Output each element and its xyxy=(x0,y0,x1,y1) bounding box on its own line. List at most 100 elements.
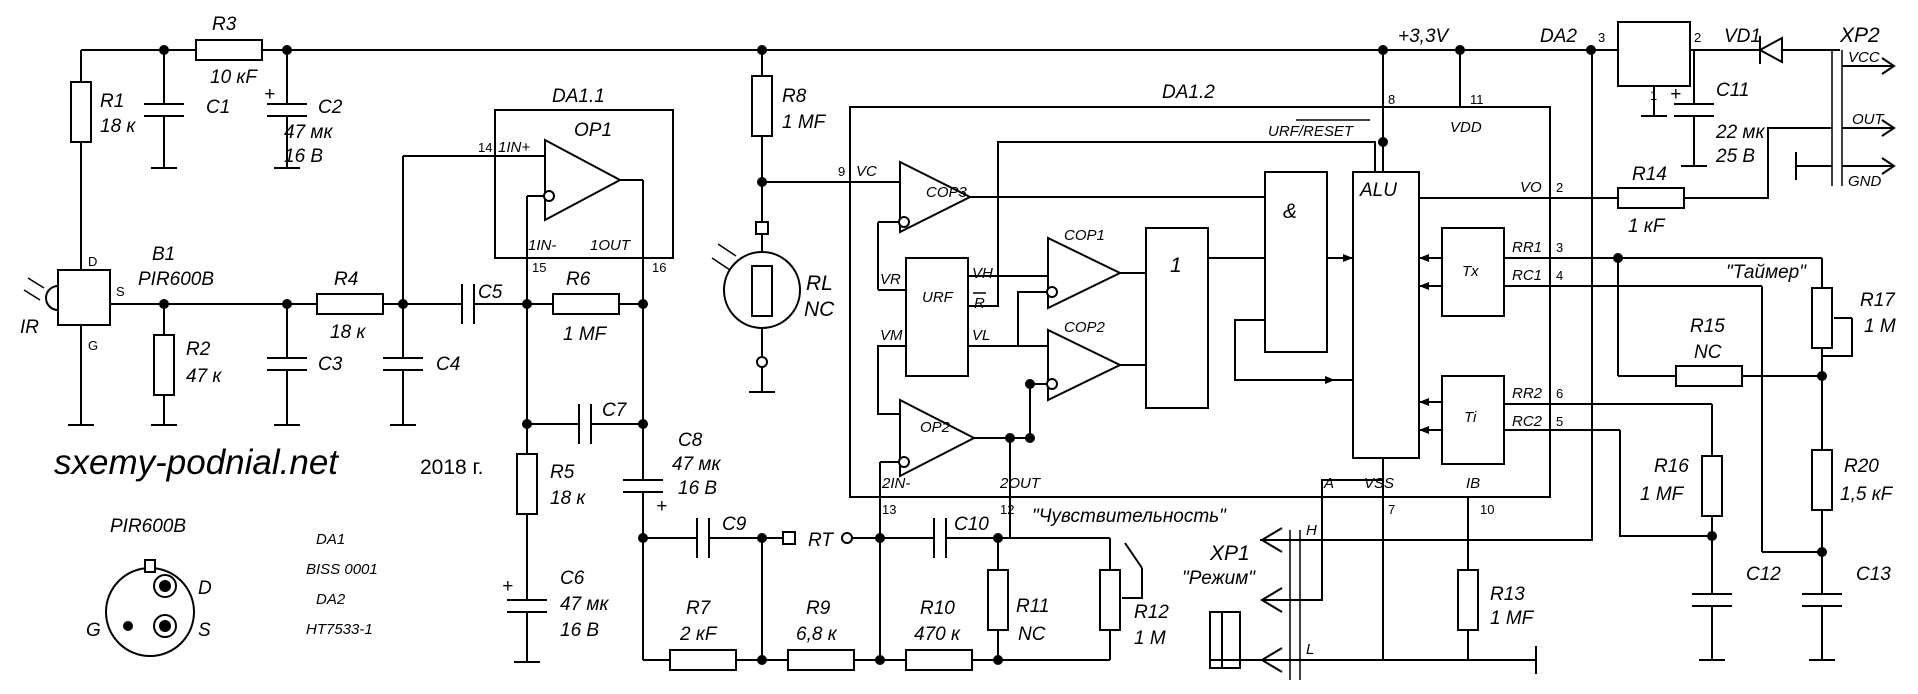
pin-vss: VSS xyxy=(1364,475,1394,492)
c8-val1: 47 мк xyxy=(672,454,721,475)
net-vcc: VCC xyxy=(1848,49,1880,66)
and-label: & xyxy=(1283,200,1297,223)
r3-value: 10 кF xyxy=(210,67,258,88)
r15-value: NC xyxy=(1694,342,1722,363)
r2-value: 47 к xyxy=(186,366,222,387)
r8-value: 1 MF xyxy=(782,112,827,133)
pin9: 9 xyxy=(838,164,845,179)
r17-ref: R17 xyxy=(1860,290,1896,311)
capacitor-c9: C9 RT xyxy=(638,514,934,558)
c5-ref: C5 xyxy=(478,282,503,303)
rl-value: NC xyxy=(804,298,835,321)
da12-label: DA1.2 xyxy=(1162,82,1215,103)
net-l: L xyxy=(1306,641,1314,658)
resistor-r8: R8 1 MF xyxy=(751,50,827,222)
r6-value: 1 MF xyxy=(563,324,608,345)
capacitor-c5: C5 xyxy=(461,282,527,324)
c8-ref: C8 xyxy=(678,430,703,451)
da11-label: DA1.1 xyxy=(552,86,605,107)
pir-sensor-b1: IR D S G B1 PIR600B xyxy=(20,244,317,426)
capacitor-c1: C1 xyxy=(144,50,230,169)
c11-plus: + xyxy=(1670,84,1681,105)
vcc3-label: +3,3V xyxy=(1398,26,1451,47)
capacitor-c3: C3 xyxy=(267,299,343,426)
c2-val2: 16 В xyxy=(284,146,323,167)
cop3-text: COP3 xyxy=(926,184,968,201)
chip-da12: DA1.2 9 VC COP3 VR URF VH R VM VL URF/RE… xyxy=(762,50,1762,660)
potentiometer-r12: R12 1 M "Чувствительность" xyxy=(1032,506,1227,660)
capacitor-c10: C10 xyxy=(875,514,1110,660)
pin-vo: VO xyxy=(1520,179,1542,196)
or-label: 1 xyxy=(1170,254,1182,277)
c11-ref: C11 xyxy=(1716,80,1749,101)
r10-value: 470 к xyxy=(914,624,961,645)
c8-val2: 16 В xyxy=(678,478,717,499)
resistor-r16: R16 1 MF xyxy=(1619,404,1723,594)
net-out: OUT xyxy=(1852,111,1886,128)
resistor-r11: R11 NC xyxy=(987,538,1049,660)
urf-label: URF xyxy=(922,289,954,306)
connector-xp2: XP2 VCC OUT GND xyxy=(1716,24,1896,199)
opamp-block-da11: DA1.1 OP1 14 1IN+ 1IN- 1OUT 15 16 xyxy=(478,86,674,304)
capacitor-c8: + C8 47 мк 16 В xyxy=(623,424,721,538)
cop1-label: COP1 xyxy=(1064,227,1105,244)
c9-ref: C9 xyxy=(722,514,747,535)
ir-label: IR xyxy=(20,317,39,338)
r20-value: 1,5 кF xyxy=(1840,484,1894,505)
r14-value: 1 кF xyxy=(1628,216,1666,237)
pin-1in-minus: 1IN- xyxy=(528,237,556,254)
pin-urfreset: URF/RESET xyxy=(1268,123,1355,140)
pin10: 10 xyxy=(1480,502,1494,517)
r1-ref: R1 xyxy=(100,91,124,112)
pin-vl: VL xyxy=(972,327,990,344)
timer-note: "Таймер" xyxy=(1726,262,1807,283)
pin12: 12 xyxy=(1000,502,1014,517)
r17-value: 1 M xyxy=(1864,316,1896,337)
pin-rr1: RR1 xyxy=(1512,239,1542,256)
c2-val1: 47 мк xyxy=(284,122,333,143)
r7-ref: R7 xyxy=(686,598,712,619)
r11-value: NC xyxy=(1018,624,1046,645)
da2-pin2: 2 xyxy=(1694,30,1701,45)
c13-ref: C13 xyxy=(1856,564,1891,585)
resistor-r1: R1 18 к xyxy=(70,50,136,270)
r8-ref: R8 xyxy=(782,86,807,107)
pin-vm: VM xyxy=(880,327,903,344)
r9-value: 6,8 к xyxy=(796,624,838,645)
pin16: 16 xyxy=(652,260,666,275)
pin-s: S xyxy=(116,284,125,299)
c6-ref: C6 xyxy=(560,568,585,589)
part-legend: DA1 BISS 0001 DA2 HT7533-1 xyxy=(306,531,378,638)
r13-ref: R13 xyxy=(1490,584,1525,605)
pin7: 7 xyxy=(1388,502,1395,517)
resistor-r7: R7 2 кF xyxy=(642,538,788,671)
pin-vdd: VDD xyxy=(1450,119,1482,136)
b1-ref: B1 xyxy=(152,244,175,265)
pin-1out: 1OUT xyxy=(590,237,632,254)
pin-2out: 2OUT xyxy=(999,475,1042,492)
pin15: 15 xyxy=(532,260,546,275)
pin-vh: VH xyxy=(972,265,993,282)
c7-ref: C7 xyxy=(602,400,628,421)
net-h: H xyxy=(1306,522,1317,539)
tx-label: Tx xyxy=(1462,263,1479,280)
capacitor-c7: C7 xyxy=(522,304,648,444)
net-gnd: GND xyxy=(1848,173,1882,190)
pin6: 6 xyxy=(1556,386,1563,401)
r3-ref: R3 xyxy=(212,14,237,35)
resistor-r14: R14 1 кF xyxy=(1617,164,1716,237)
pin-vc: VC xyxy=(856,163,877,180)
r12-ref: R12 xyxy=(1134,602,1169,623)
pin-rr2: RR2 xyxy=(1512,385,1543,402)
r4-ref: R4 xyxy=(334,269,358,290)
c11-val2: 25 В xyxy=(1715,146,1755,167)
op1-label: OP1 xyxy=(574,120,612,141)
pin-rbar: R xyxy=(974,295,985,312)
b1-part: PIR600B xyxy=(138,269,214,290)
pin-g: G xyxy=(88,338,98,353)
capacitor-c11: + C11 22 мк 25 В xyxy=(1670,50,1765,167)
r10-ref: R10 xyxy=(920,598,955,619)
capacitor-c4: C4 xyxy=(383,155,545,426)
da2-pin3: 3 xyxy=(1598,30,1605,45)
pin5: 5 xyxy=(1556,414,1563,429)
